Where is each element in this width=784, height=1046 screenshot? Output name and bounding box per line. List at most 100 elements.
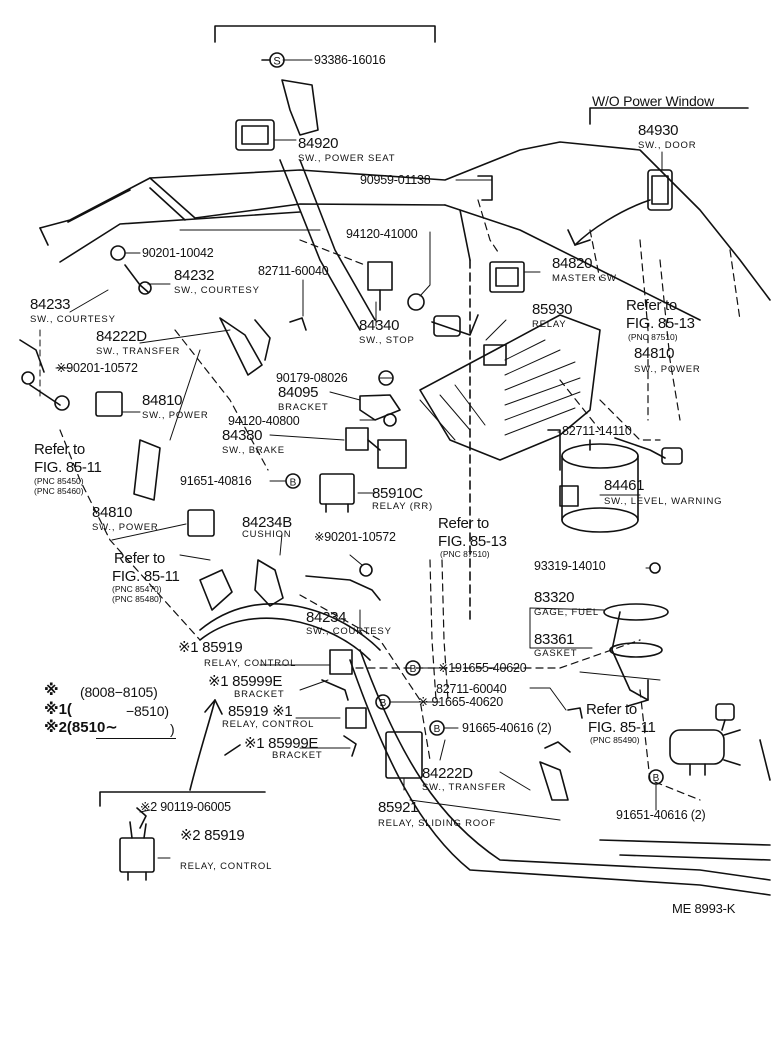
part-number: 94120-40800 (228, 414, 300, 428)
part-number: 84920 (298, 135, 339, 152)
part-name: BRACKET (272, 750, 323, 761)
part-number: 84222D (96, 328, 147, 345)
ref-pnc: (PNC 87510) (440, 549, 490, 559)
part-name: BRACKET (234, 689, 285, 700)
part-name: RELAY, CONTROL (204, 658, 297, 669)
ref-title: Refer to (438, 515, 489, 532)
part-number: 84820 (552, 255, 593, 272)
ref-title: Refer to (34, 441, 85, 458)
ref-fig: FIG. 85-11 (112, 568, 180, 585)
part-number: 84234B (242, 514, 292, 531)
legend-row-2-symbol: ※1( (44, 701, 72, 718)
ref-pnc: (PNC 85460) (34, 486, 84, 496)
part-number: ※90201-10572 (314, 530, 396, 544)
door-arrow-icon (574, 199, 651, 246)
part-name: CUSHION (242, 529, 292, 540)
part-number: 83320 (534, 589, 575, 606)
ref-title: Refer to (586, 701, 637, 718)
ref-pnc: (PNC 87510) (628, 332, 678, 342)
part-name: GASKET (534, 648, 578, 659)
ref-title: Refer to (626, 297, 677, 314)
part-name: SW., POWER (92, 522, 159, 533)
part-number: 91651-40816 (180, 474, 252, 488)
part-name: RELAY, SLIDING ROOF (378, 818, 496, 829)
part-number: 84930 (638, 122, 679, 139)
part-number: 84095 (278, 384, 319, 401)
part-number: 84233 (30, 296, 71, 313)
part-name: MASTER SW (552, 273, 617, 284)
part-number: 84222D (422, 765, 473, 782)
symbol-b: B (653, 773, 660, 784)
relay-arrow-icon (189, 699, 216, 791)
ref-fig: FIG. 85-11 (34, 459, 102, 476)
part-name: SW., POWER (634, 364, 701, 375)
ref-pnc: (PNC 85480) (112, 594, 162, 604)
part-name: SW., TRANSFER (422, 782, 507, 793)
part-name: SW., COURTESY (174, 285, 260, 296)
part-name: SW., POWER (142, 410, 209, 421)
part-name: RELAY, CONTROL (222, 719, 315, 730)
part-number: ※1 85919 (178, 639, 243, 656)
part-number: 93386-16016 (314, 53, 386, 67)
part-number: ※191655-40620 (438, 661, 527, 675)
ref-fig: FIG. 85-13 (438, 533, 507, 550)
symbol-b: B (410, 664, 417, 675)
part-number: 84340 (359, 317, 400, 334)
part-number: 82711-60040 (258, 264, 329, 278)
part-name: SW., COURTESY (30, 314, 116, 325)
part-number: 84810 (634, 345, 675, 362)
part-number: 93319-14010 (534, 559, 606, 573)
body-outline (39, 141, 771, 896)
document-code: ME 8993-K (672, 901, 736, 916)
part-number: ※90201-10572 (56, 361, 138, 375)
part-number: 91665-40616 (2) (462, 721, 552, 735)
ref-pnc: (PNC 85490) (590, 735, 640, 745)
header-wo-power-window: W/O Power Window (592, 93, 715, 109)
legend-row-3-symbol: ※2(8510∼ (44, 719, 118, 736)
legend-underline (96, 738, 176, 739)
part-number: 85910C (372, 485, 423, 502)
legend-row-2-range: −8510) (126, 703, 169, 719)
part-number: 85921 (378, 799, 419, 816)
ref-fig: FIG. 85-13 (626, 315, 695, 332)
part-name: SW., TRANSFER (96, 346, 181, 357)
part-number: 82711-60040 (436, 682, 507, 696)
part-number: 94120-41000 (346, 227, 418, 241)
part-name: RELAY (532, 319, 567, 330)
symbol-b: B (434, 724, 441, 735)
part-number: 84810 (142, 392, 183, 409)
ref-pnc: (PNC 85470) (112, 584, 162, 594)
part-name: SW., COURTESY (306, 626, 392, 637)
legend-row-1-range: (8008−8105) (80, 684, 158, 700)
part-number: 91651-40616 (2) (616, 808, 706, 822)
part-name: SW., BRAKE (222, 445, 285, 456)
part-number: ※2 85919 (180, 827, 245, 844)
part-number: ※2 90119-06005 (140, 800, 231, 814)
part-name: GAGE, FUEL (534, 607, 600, 618)
part-number: 82711-14110 (562, 424, 632, 438)
legend-row-3-range: ) (170, 721, 175, 737)
part-number: 84810 (92, 504, 133, 521)
part-number: ※1 85999E (244, 735, 319, 752)
part-number: 84380 (222, 427, 263, 444)
part-number: 83361 (534, 631, 575, 648)
part-number: ※ 91665-40620 (418, 695, 504, 709)
legend-row-1-symbol: ※ (44, 682, 59, 699)
part-name: RELAY, CONTROL (180, 861, 273, 872)
ref-pnc: (PNC 85450) (34, 476, 84, 486)
symbol-b: B (380, 698, 387, 709)
part-number: 84232 (174, 267, 215, 284)
part-number: 85919 ※1 (228, 703, 293, 720)
part-name: SW., STOP (359, 335, 415, 346)
part-number: 84234 (306, 609, 347, 626)
symbol-b: B (290, 478, 297, 489)
part-number: 90959-01138 (360, 173, 431, 187)
part-name: SW., LEVEL, WARNING (604, 496, 723, 507)
part-name: SW., POWER SEAT (298, 153, 396, 164)
part-number: 85930 (532, 301, 573, 318)
symbol-s: S (273, 56, 280, 68)
part-name: RELAY (RR) (372, 501, 433, 512)
part-name: SW., DOOR (638, 140, 697, 151)
part-name: BRACKET (278, 402, 329, 413)
